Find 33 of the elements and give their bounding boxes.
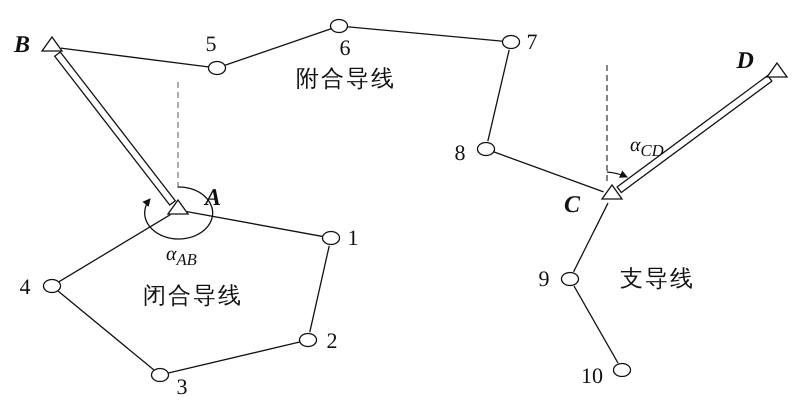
- traverse-line: [573, 286, 619, 364]
- traverse-name: 闭合导线: [143, 285, 243, 308]
- azimuth-label: α$_{AB}$: [166, 244, 197, 269]
- point-number: 6: [340, 37, 350, 59]
- traverse-line: [487, 50, 510, 142]
- point-letter: C: [564, 194, 580, 216]
- point-letter: A: [205, 187, 222, 209]
- point-letter: B: [14, 34, 30, 56]
- traverse-line: [58, 290, 154, 370]
- double-line: [616, 74, 773, 194]
- traverse-line: [309, 246, 330, 332]
- traverse-line: [186, 210, 324, 238]
- traverse-line: [168, 341, 300, 374]
- point-letter: D: [736, 50, 754, 72]
- point-number: 3: [176, 376, 188, 398]
- traverse-line: [60, 48, 210, 68]
- point-number: 5: [206, 33, 216, 55]
- traverse-line: [493, 151, 604, 193]
- double-line: [54, 51, 176, 206]
- azimuth-label: α$_{CD}$: [630, 135, 664, 160]
- point-number: 4: [20, 276, 30, 298]
- traverse-name: 支导线: [620, 268, 695, 291]
- point-number: 10: [581, 365, 603, 387]
- point-number: 1: [348, 227, 358, 249]
- traverse-name: 附合导线: [296, 68, 396, 91]
- point-number: 8: [454, 142, 466, 164]
- traverse-line: [573, 202, 609, 272]
- point-number: 9: [538, 268, 550, 290]
- traverse-line: [224, 28, 332, 66]
- point-number: 2: [326, 330, 338, 352]
- point-number: 7: [526, 31, 538, 53]
- traverse-line: [58, 214, 171, 282]
- traverse-line: [346, 26, 504, 42]
